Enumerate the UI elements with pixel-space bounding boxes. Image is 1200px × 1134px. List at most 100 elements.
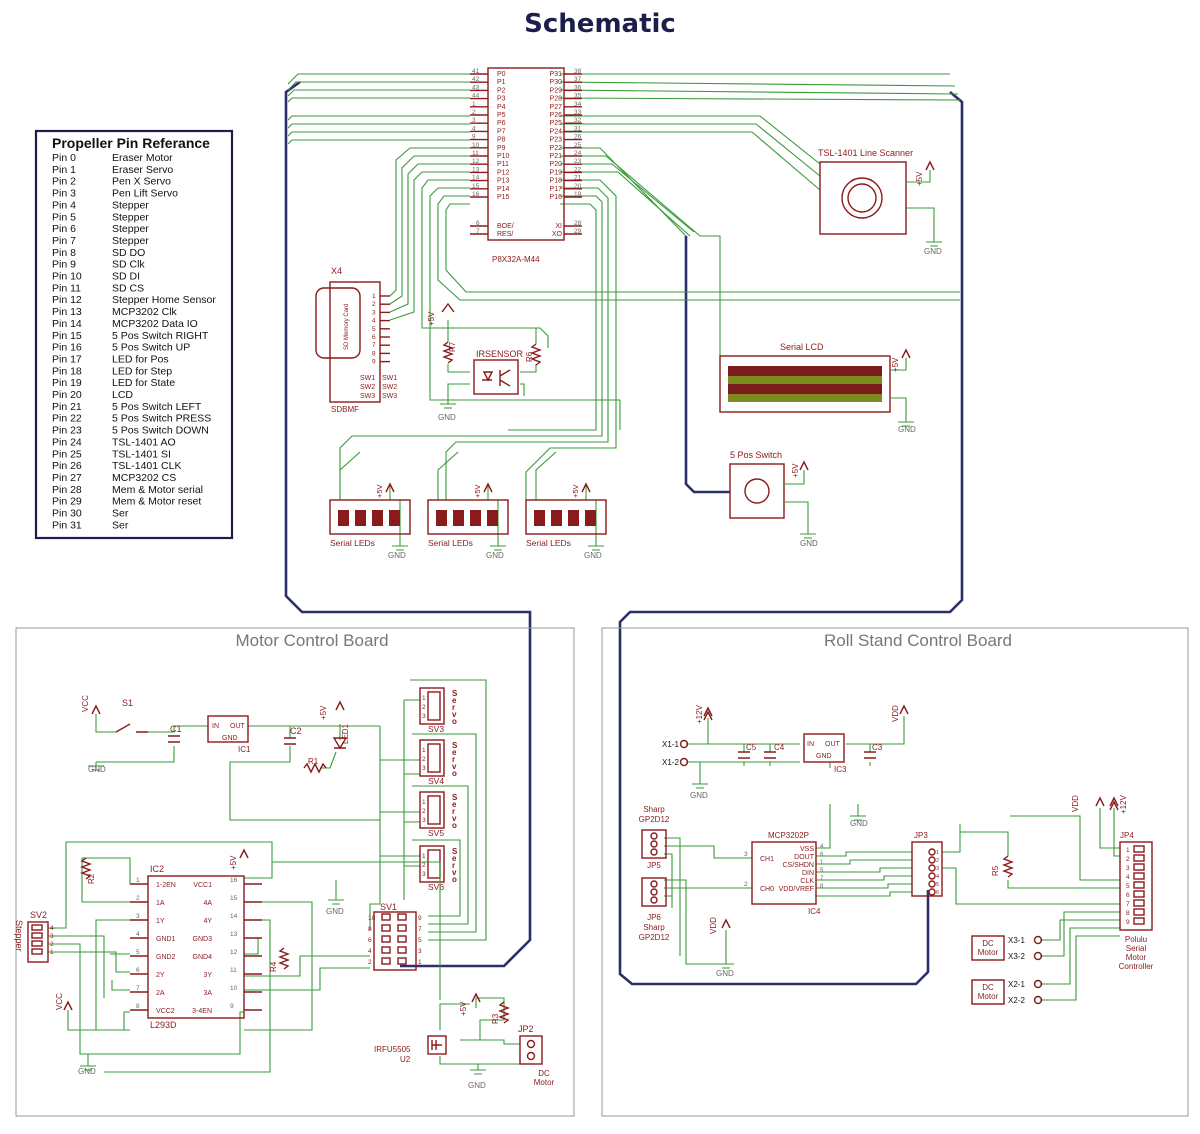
- servo-body: [419, 845, 445, 883]
- jp4-pin-pad: [1133, 899, 1145, 907]
- prop-pin-name: P18: [550, 178, 563, 185]
- prop-pin-num: 22: [574, 166, 582, 173]
- l293-pin-num: 4: [136, 931, 140, 938]
- servo-letter: v: [452, 762, 457, 771]
- jp3-pin-num: 4: [936, 874, 939, 880]
- switch5-gnd-label: GND: [800, 539, 818, 548]
- bus-left: [284, 80, 532, 968]
- x31-label: X3-1: [1008, 936, 1025, 945]
- pin-table-function: LED for Pos: [112, 353, 169, 365]
- sv2-body: [27, 921, 49, 963]
- l293-pin-name: VCC2: [156, 1008, 175, 1015]
- prop-pin-num: 2: [472, 109, 476, 116]
- jp3-pin-num: 1: [936, 850, 939, 856]
- prop-pin-name: P2: [497, 87, 506, 94]
- prop-pin-num: 26: [574, 134, 582, 141]
- prop-pin-name: P24: [550, 128, 563, 135]
- sv1-pin-pad: [397, 913, 407, 921]
- l293-pin-name: 4A: [203, 900, 212, 907]
- pin-table-pin: Pin 15: [52, 330, 82, 342]
- sv1-pin-pad: [381, 924, 391, 932]
- propeller-name: P8X32A-M44: [492, 255, 540, 264]
- led1-label: LED1: [341, 723, 350, 744]
- ic3-gnd: GND: [816, 753, 832, 760]
- sv1-label: SV1: [380, 902, 397, 912]
- prop-pin-name: P13: [497, 178, 510, 185]
- servo-pin-num: 1: [422, 853, 426, 860]
- servo-letter: S: [452, 741, 458, 750]
- servo-letter: e: [452, 696, 457, 705]
- mcp-pin-name: CLK: [800, 878, 814, 885]
- l293-pin-num: 14: [230, 913, 238, 920]
- pin-table-pin: Pin 8: [52, 247, 76, 259]
- ic3-out: OUT: [825, 741, 841, 748]
- pin-table-pin: Pin 22: [52, 413, 82, 425]
- p12v-label-1: +12V: [695, 704, 704, 724]
- u2-label: U2: [400, 1055, 411, 1064]
- prop-pin-name: P22: [550, 145, 563, 152]
- sd-switch-label: SW2: [360, 384, 375, 391]
- l293-pin-num: 10: [230, 985, 238, 992]
- serial-lcd: Serial LCD +5V GND: [719, 342, 916, 434]
- gnd-label-7: GND: [716, 969, 734, 978]
- sv2-pin-pad: [31, 932, 43, 939]
- l293d-body: [147, 875, 245, 1019]
- ic1-label: IC1: [238, 745, 251, 754]
- prop-pin-name: P1: [497, 79, 506, 86]
- r1-label: R1: [308, 757, 319, 766]
- servo-letter: e: [452, 854, 457, 863]
- servo-pin-num: 2: [422, 704, 426, 711]
- prop-pin-num: 9: [472, 134, 476, 141]
- sv1-pin-num: 7: [418, 926, 422, 933]
- sv1-pin-num: 9: [418, 915, 422, 922]
- prop-pin-name: XI: [555, 223, 562, 230]
- jp4-pin-num: 9: [1126, 919, 1130, 926]
- sv1-pin-num: 5: [418, 937, 422, 944]
- dc-motor-3: [971, 935, 1005, 961]
- prop-pin-name: BOE/: [497, 223, 514, 230]
- prop-pin-num: 24: [574, 150, 582, 157]
- prop-pin-name: P25: [550, 120, 563, 127]
- jp4-pin-num: 3: [1126, 865, 1130, 872]
- r6-label: R6: [525, 351, 534, 362]
- sd-ref: X4: [331, 266, 342, 276]
- servo-letter: S: [452, 689, 458, 698]
- ir-5v-arrow: [441, 302, 455, 313]
- led-segment: [568, 510, 579, 526]
- prop-pin-name: P16: [550, 194, 563, 201]
- prop-pin-num: 35: [574, 93, 582, 100]
- led-segment: [355, 510, 366, 526]
- sd-body: [329, 281, 381, 403]
- prop-pin-num: 23: [574, 158, 582, 165]
- jp3-label: JP3: [914, 831, 928, 840]
- prop-pin-num: 20: [574, 183, 582, 190]
- prop-pin-num: 10: [472, 142, 480, 149]
- mcp-pin-name: DOUT: [794, 854, 815, 861]
- jp3-pin-num: 2: [936, 858, 939, 864]
- dc-motor-2-motor: Motor: [978, 992, 999, 1001]
- l293-pin-num: 8: [136, 1003, 140, 1010]
- dc-motor-2-dc: DC: [982, 983, 994, 992]
- ic3-in: IN: [807, 741, 814, 748]
- pin-table-function: Stepper: [112, 223, 149, 235]
- lcd-row-3: [728, 384, 882, 394]
- prop-pin-num: 42: [472, 76, 480, 83]
- sv1-pin-pad: [381, 946, 391, 954]
- dc-motor-2: [971, 979, 1005, 1005]
- pin-table-pin: Pin 5: [52, 211, 76, 223]
- page-title: Schematic: [524, 9, 676, 39]
- mcp-pin-num: 2: [744, 881, 748, 888]
- ir-gnd-label: GND: [438, 413, 456, 422]
- mcp-pin-num: 8: [820, 884, 824, 890]
- sv2-pin-pad: [31, 948, 43, 955]
- sd-pin-num: 1: [372, 293, 376, 300]
- prop-pin-name: P19: [550, 169, 563, 176]
- led-segment: [534, 510, 545, 526]
- servo-pin-block: [427, 743, 441, 773]
